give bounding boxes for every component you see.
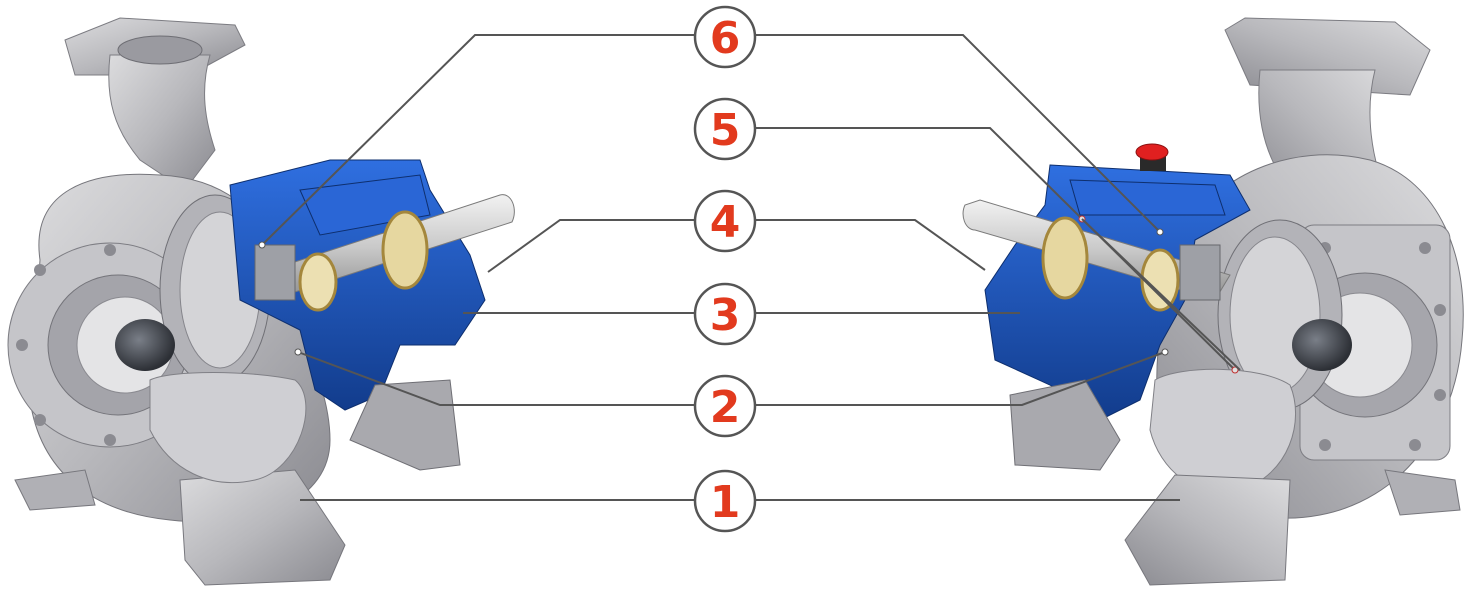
vent-cap-right — [1135, 143, 1169, 171]
leader-4-right — [755, 219, 986, 271]
callout-number-5: 5 — [710, 105, 741, 156]
callout-badge-1: 1 — [693, 469, 757, 533]
callout-badge-5: 5 — [693, 97, 757, 161]
bearing-right-outer — [1041, 216, 1089, 300]
leader-6-left — [261, 34, 695, 246]
casing-foot-right-b — [1384, 469, 1461, 516]
impeller-hub-right — [1292, 319, 1352, 371]
leader-lines — [261, 34, 1236, 501]
callout-badge-2: 2 — [693, 374, 757, 438]
callout-number-2: 2 — [710, 382, 741, 433]
leader-6-right — [755, 34, 1161, 233]
casing-foot-left-a — [14, 469, 96, 511]
callout-number-6: 6 — [710, 13, 741, 64]
callout-number-3: 3 — [710, 290, 741, 341]
callout-badge-6: 6 — [693, 5, 757, 69]
callout-badge-4: 4 — [693, 189, 757, 253]
bearing-right-inner — [1140, 248, 1180, 312]
housing-foot-right — [1009, 379, 1121, 471]
pump-cutaway-left — [7, 17, 515, 586]
leader-2-right — [755, 351, 1166, 406]
leader-2-left — [297, 351, 695, 406]
callout-badge-3: 3 — [693, 282, 757, 346]
callout-number-1: 1 — [710, 477, 741, 528]
casing-foot-right-a — [1124, 474, 1291, 586]
casing-foot-left-b — [179, 469, 346, 586]
bearing-left-inner — [298, 252, 338, 312]
discharge-neck-left — [108, 54, 216, 191]
mechanical-seal-left — [254, 244, 296, 301]
callout-number-4: 4 — [710, 197, 741, 248]
impeller-hub-left — [115, 319, 175, 371]
bearing-left-outer — [381, 210, 429, 290]
pump-cutaway-right — [962, 17, 1464, 586]
leader-5-right — [755, 127, 1236, 371]
leader-4-left — [487, 219, 695, 273]
mechanical-seal-right — [1179, 244, 1221, 301]
